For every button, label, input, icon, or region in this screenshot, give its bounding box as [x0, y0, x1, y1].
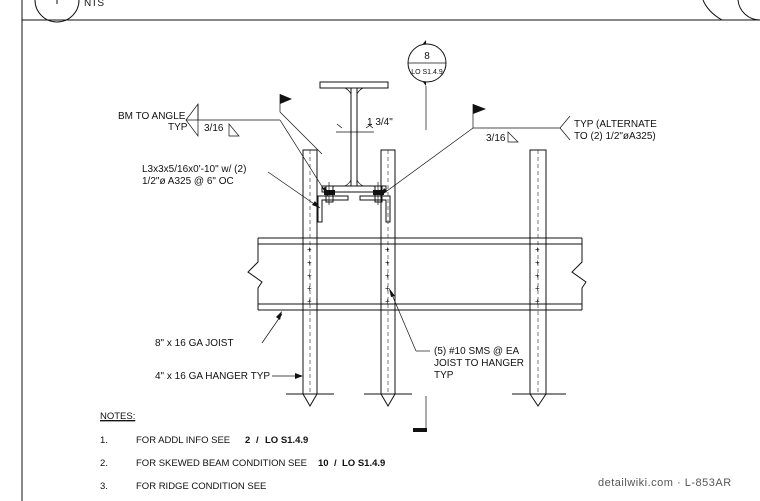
typ-alternate-detail: TO (2) 1/2"øA325)	[574, 131, 656, 142]
weld-leader-left	[185, 102, 329, 197]
sms-label-line1: (5) #10 SMS @ EA	[434, 346, 520, 357]
joist	[247, 237, 587, 311]
note-1-sheet[interactable]: LO S1.4.9	[265, 435, 308, 446]
svg-text:+: +	[535, 245, 540, 254]
svg-text:+: +	[385, 245, 390, 254]
stud-break-lines	[286, 393, 566, 407]
note-1-text: FOR ADDL INFO SEE	[136, 435, 230, 446]
bm-to-angle-typ: TYP	[168, 122, 188, 133]
angle-callout-line1: L3x3x5/16x0'-10" w/ (2)	[142, 164, 246, 175]
svg-text:+: +	[535, 258, 540, 267]
sms-leader	[389, 288, 430, 352]
svg-text:+: +	[535, 284, 540, 293]
detail-title-bubble	[34, 0, 80, 23]
angle-callout-leader	[267, 171, 321, 209]
svg-text:+: +	[385, 297, 390, 306]
weld-size-right: 3/16	[486, 133, 506, 144]
steel-beam	[319, 81, 389, 193]
fillet-weld-icon-right	[507, 131, 519, 143]
scale-label: NTS	[84, 0, 104, 9]
note-1-detail[interactable]: 2	[245, 435, 250, 446]
weld-flag-left	[279, 94, 323, 155]
svg-text:+: +	[535, 297, 540, 306]
sms-label-line3: TYP	[434, 370, 454, 381]
hanger-studs	[302, 149, 547, 395]
notes-heading: NOTES:	[100, 411, 135, 422]
weld-flag-right	[472, 104, 486, 128]
watermark: detailwiki.com · L-853AR	[598, 477, 732, 489]
section-sheet-ref: LO S1.4.9	[411, 69, 443, 76]
angle-clip	[317, 182, 391, 223]
sms-screws: + + + + + + + + + + + + + + +	[307, 245, 540, 306]
frame-corner-curve	[702, 0, 723, 21]
fillet-weld-icon-left	[228, 123, 240, 137]
weld-leader-right	[379, 115, 571, 197]
svg-text:+: +	[535, 271, 540, 280]
typ-alternate-label: TYP (ALTERNATE	[574, 119, 657, 130]
dimension-callout	[336, 123, 374, 136]
note-3-number: 3.	[100, 481, 108, 492]
svg-text:+: +	[385, 284, 390, 293]
svg-text:+: +	[385, 258, 390, 267]
section-marker[interactable]: 8 LO S1.4.9	[407, 40, 447, 86]
dimension-text: 1 3/4"	[367, 117, 393, 128]
note-2-detail[interactable]: 10	[318, 458, 329, 469]
section-number: 8	[424, 51, 430, 62]
note-2-separator: /	[334, 458, 337, 469]
svg-text:+: +	[307, 258, 312, 267]
note-1-separator: /	[256, 435, 259, 446]
note-2-text: FOR SKEWED BEAM CONDITION SEE	[136, 458, 307, 469]
note-3-text: FOR RIDGE CONDITION SEE	[136, 481, 266, 492]
svg-text:+: +	[307, 245, 312, 254]
frame-corner-bubble	[737, 0, 760, 21]
svg-text:+: +	[385, 271, 390, 280]
note-2-sheet[interactable]: LO S1.4.9	[342, 458, 385, 469]
svg-text:+: +	[307, 271, 312, 280]
bm-to-angle-label: BM TO ANGLE	[118, 111, 186, 122]
sms-label-line2: JOIST TO HANGER	[434, 358, 524, 369]
note-2-number: 2.	[100, 458, 108, 469]
weld-size-left: 3/16	[204, 123, 224, 134]
note-1-number: 1.	[100, 435, 108, 446]
angle-callout-line2: 1/2"ø A325 @ 6" OC	[142, 176, 234, 187]
svg-text:+: +	[307, 284, 312, 293]
hanger-label: 4" x 16 GA HANGER TYP	[155, 371, 270, 382]
joist-leader	[261, 311, 283, 344]
section-cut-end	[413, 428, 427, 432]
joist-label: 8" x 16 GA JOIST	[155, 338, 234, 349]
hanger-leader	[272, 373, 303, 379]
svg-text:+: +	[307, 297, 312, 306]
